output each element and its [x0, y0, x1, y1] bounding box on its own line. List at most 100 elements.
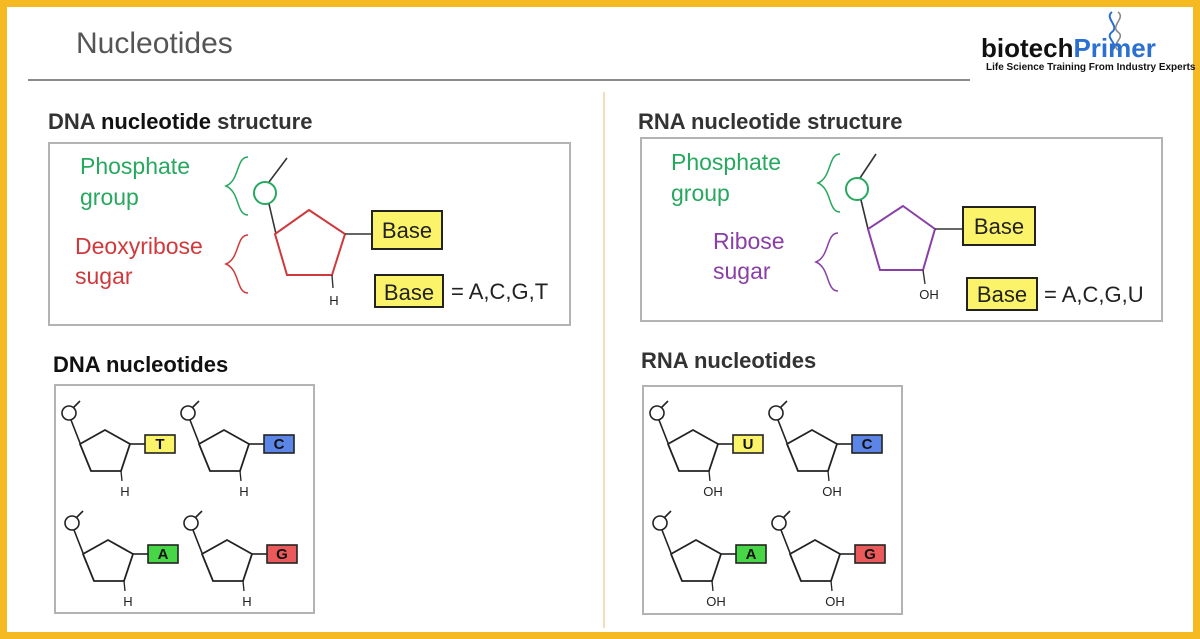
rna-legend-values: = A,C,G,U	[1044, 282, 1144, 307]
rna-phosphate-label-line2: group	[671, 180, 730, 206]
phosphate-icon	[183, 515, 199, 531]
dna-phosphate-brace	[224, 156, 249, 216]
rna-phosphate-icon	[845, 177, 869, 201]
rna-u-nucleotide: UOH	[649, 400, 764, 499]
phosphate-icon	[768, 405, 784, 421]
dna-legend-base-label: Base	[384, 280, 434, 305]
sugar-sub-label: OH	[706, 594, 726, 609]
rna-base-label: Base	[974, 214, 1024, 239]
sugar-sub-label: OH	[825, 594, 845, 609]
logo-name-primer: Primer	[1073, 33, 1155, 63]
rna-legend-base-box	[966, 277, 1038, 311]
dna-structure-title-part2: nucleotide	[101, 109, 211, 134]
dna-sugar-phosphate-bond	[268, 203, 277, 235]
sugar-sub-label: H	[123, 594, 132, 609]
svg-text:biotechPrimer: biotechPrimer	[981, 33, 1156, 63]
phosphate-icon	[64, 515, 80, 531]
sugar-phosphate-bond	[189, 419, 200, 444]
rna-phosphate-brace	[816, 153, 841, 213]
rna-sugar-oh-bond	[922, 269, 926, 285]
base-box	[144, 434, 176, 454]
sugar-pentagon	[197, 428, 251, 472]
dna-legend-values: = A,C,G,T	[451, 279, 548, 304]
logo-name-biotech: biotech	[981, 33, 1073, 63]
rna-c-nucleotide: C OH	[768, 400, 883, 499]
phosphate-icon	[649, 405, 665, 421]
rna-sugar-phosphate-bond	[860, 199, 869, 230]
base-box	[851, 434, 883, 454]
sugar-phosphate-bond	[661, 529, 672, 554]
dna-nucleotide-diagram: Base H Base = A,C,G,T	[253, 157, 548, 308]
dna-structure-title: DNA nucleotide structure	[48, 109, 312, 134]
dna-sugar-h-label: H	[329, 293, 338, 308]
rna-sugar-label-line1: Ribose	[713, 228, 785, 254]
dna-deoxyribose-pentagon	[273, 208, 347, 276]
sugar-pentagon	[785, 428, 839, 472]
dna-c-nucleotide: CH	[180, 400, 295, 499]
sugar-phosphate-bond	[777, 419, 788, 444]
rna-nucleotides-grid: UOH C OH A OH G OH	[649, 400, 886, 609]
sugar-sub-bond	[120, 470, 123, 482]
dna-helix-icon	[1108, 11, 1116, 51]
base-box	[266, 544, 298, 564]
rna-sugar-label-line2: sugar	[713, 258, 771, 284]
dna-sugar-label-line2: sugar	[75, 263, 133, 289]
sugar-sub-bond	[708, 470, 711, 482]
rna-phosphate-label-line1: Phosphate	[671, 149, 781, 175]
rna-base-box	[962, 206, 1036, 246]
base-box	[732, 434, 764, 454]
rna-structure-title: RNA nucleotide structure	[638, 109, 902, 134]
sugar-phosphate-bond	[70, 419, 81, 444]
phosphate-icon	[652, 515, 668, 531]
logo-tagline: Life Science Training From Industry Expe…	[986, 62, 1196, 73]
dna-sugar-label-line1: Deoxyribose	[75, 233, 203, 259]
sugar-sub-bond	[827, 470, 830, 482]
dna-structure-title-part1: DNA	[48, 109, 101, 134]
rna-g-nucleotide: G OH	[771, 510, 886, 609]
sugar-pentagon	[81, 538, 135, 582]
sugar-sub-bond	[123, 580, 126, 592]
base-box	[263, 434, 295, 454]
rna-sugar-brace	[814, 232, 839, 292]
rna-legend-base-label: Base	[977, 282, 1027, 307]
base-letter: G	[864, 546, 876, 563]
rna-phosphate-bond	[859, 153, 877, 179]
sugar-sub-label: H	[120, 484, 129, 499]
biotech-primer-logo: biotechPrimer Life Science Training From…	[981, 11, 1196, 73]
rna-ribose-pentagon	[866, 204, 937, 271]
rna-nucleotide-diagram: Base OH Base = A,C,G,U	[845, 153, 1144, 311]
phosphate-icon	[61, 405, 77, 421]
phosphate-icon	[180, 405, 196, 421]
sugar-pentagon	[78, 428, 132, 472]
base-letter: A	[746, 546, 757, 563]
base-box	[147, 544, 179, 564]
rna-sugar-oh-label: OH	[919, 287, 939, 302]
sugar-sub-label: OH	[822, 484, 842, 499]
dna-g-nucleotide: GH	[183, 510, 298, 609]
dna-base-box	[371, 210, 443, 250]
sugar-sub-label: H	[242, 594, 251, 609]
page-title: Nucleotides	[76, 27, 233, 60]
sugar-pentagon	[200, 538, 254, 582]
sugar-sub-bond	[242, 580, 245, 592]
sugar-sub-bond	[239, 470, 242, 482]
base-letter: A	[158, 546, 169, 563]
sugar-pentagon	[666, 428, 720, 472]
base-box	[735, 544, 767, 564]
sugar-phosphate-bond	[73, 529, 84, 554]
sugar-pentagon	[669, 538, 723, 582]
base-box	[854, 544, 886, 564]
dna-t-nucleotide: TH	[61, 400, 176, 499]
dna-phosphate-label-line2: group	[80, 184, 139, 210]
sugar-sub-label: H	[239, 484, 248, 499]
dna-sugar-h-bond	[331, 274, 334, 289]
base-letter: C	[862, 436, 873, 453]
dna-sugar-brace	[224, 234, 249, 294]
dna-structure-title-part3: structure	[211, 109, 312, 134]
rna-a-nucleotide: A OH	[652, 510, 767, 609]
sugar-phosphate-bond	[658, 419, 669, 444]
sugar-sub-bond	[830, 580, 833, 592]
dna-helix-strand-icon	[1114, 11, 1122, 51]
sugar-sub-label: OH	[703, 484, 723, 499]
sugar-sub-bond	[711, 580, 714, 592]
